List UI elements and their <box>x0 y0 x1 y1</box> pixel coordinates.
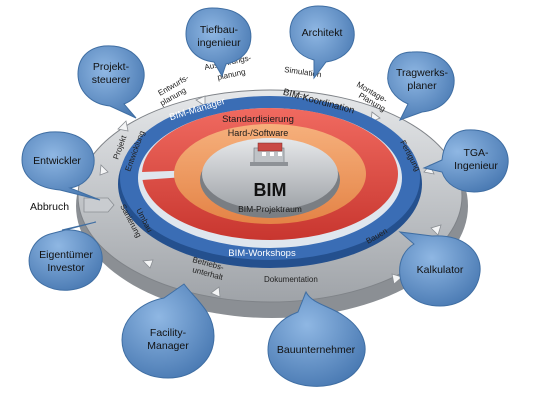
tiefbau-text-1: Tiefbau- <box>200 24 239 36</box>
projektsteuerer-text-2: steuerer <box>92 74 131 86</box>
bubble-eigentuemer-investor: Eigentümer Investor <box>28 221 103 291</box>
bubble-architekt: Architekt <box>289 5 355 80</box>
stakeholder-bubbles: Tiefbau- ingenieur Architekt Projekt- st… <box>21 5 509 387</box>
tga-text-2: Ingenieur <box>454 160 498 172</box>
abbruch-label: Abbruch <box>30 201 69 213</box>
architekt-text: Architekt <box>302 27 343 39</box>
tga-text-1: TGA- <box>463 147 489 159</box>
bubble-entwickler: Entwickler <box>21 131 101 201</box>
eigentuemer-text-1: Eigentümer <box>39 249 93 261</box>
abbruch-arrow <box>83 197 115 213</box>
facility-text-1: Facility- <box>150 327 187 339</box>
bubble-projektsteuerer: Projekt- steuerer <box>77 45 145 119</box>
phase-dokumentation: Dokumentation <box>264 275 318 284</box>
projektraum-label: BIM-Projektraum <box>238 204 302 214</box>
bubble-tga-ingenieur: TGA- Ingenieur <box>422 129 509 193</box>
bubble-tiefbauingenieur: Tiefbau- ingenieur <box>185 7 252 78</box>
entwickler-text: Entwickler <box>33 155 81 167</box>
eigentuemer-text-2: Investor <box>47 262 85 274</box>
bubble-tragwerksplaner: Tragwerks- planer <box>387 51 455 121</box>
center-title: BIM <box>254 180 287 200</box>
bubble-facility-manager: Facility- Manager <box>121 283 215 379</box>
bubble-bauunternehmer: Bauunternehmer <box>267 290 366 387</box>
facility-text-2: Manager <box>147 340 189 352</box>
bauunternehmer-text: Bauunternehmer <box>277 344 356 356</box>
bubble-kalkulator: Kalkulator <box>398 231 481 307</box>
tragwerk-text-2: planer <box>407 80 437 92</box>
projektsteuerer-text-1: Projekt- <box>93 61 130 73</box>
building-model-icon <box>250 142 288 166</box>
bim-workshops-label: BIM-Workshops <box>228 248 296 259</box>
standardisierung-label: Standardisierung <box>222 114 294 125</box>
tiefbau-text-2: ingenieur <box>197 37 241 49</box>
hardsoftware-label: Hard-/Software <box>228 128 289 138</box>
tragwerk-text-1: Tragwerks- <box>396 67 449 79</box>
core <box>202 138 338 210</box>
kalkulator-text: Kalkulator <box>417 264 464 276</box>
